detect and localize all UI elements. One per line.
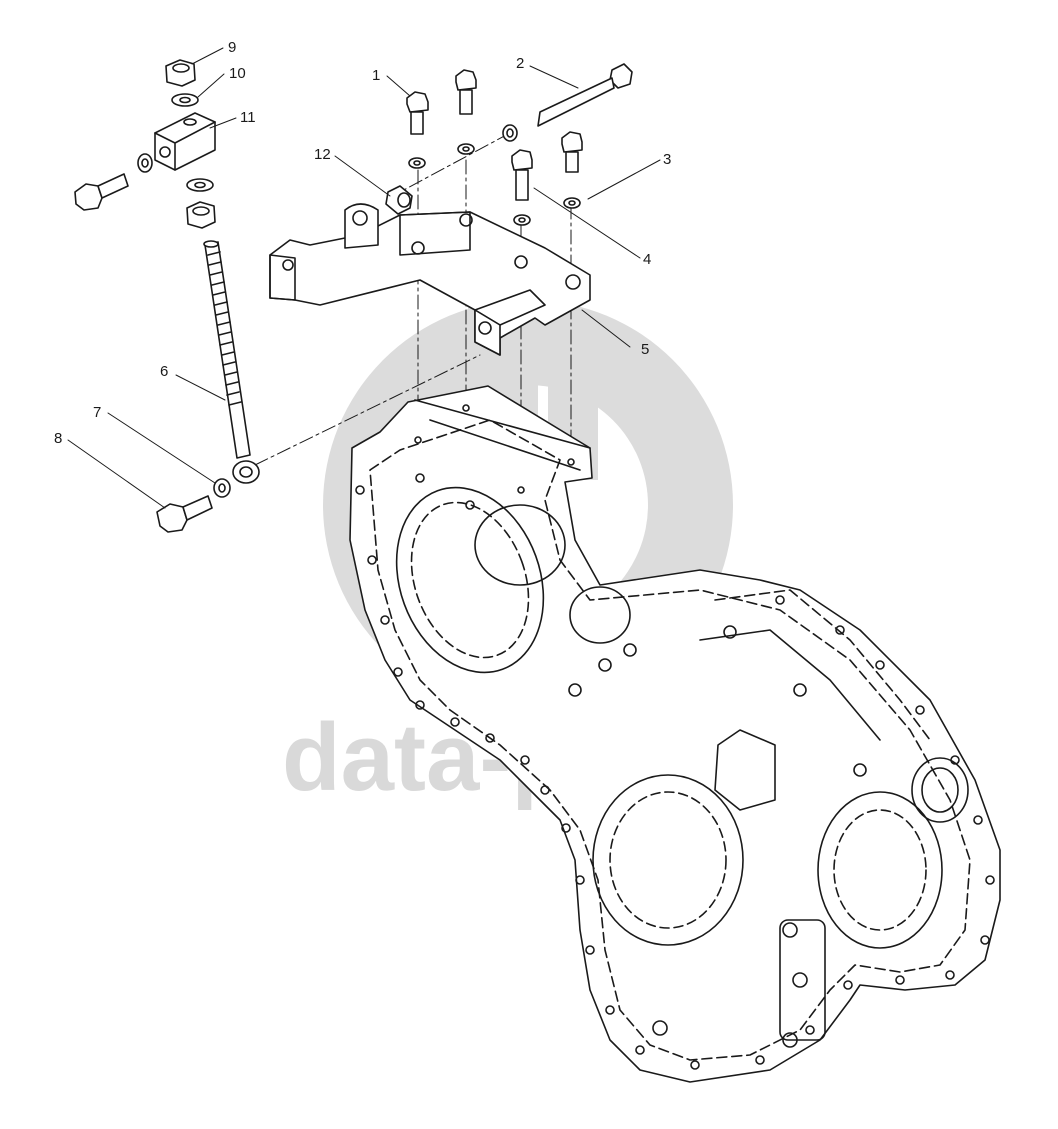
callout-1: 1 [372, 67, 380, 84]
callout-12: 12 [314, 146, 331, 163]
callout-9: 9 [228, 39, 236, 56]
bolt-2 [502, 63, 633, 142]
bolt-side [74, 173, 129, 211]
callout-3: 3 [663, 151, 671, 168]
callout-labels: 1 2 3 4 5 6 7 8 9 10 11 12 [54, 39, 671, 447]
washer-7 [213, 478, 231, 498]
mounting-bracket [269, 203, 591, 356]
nut-lower [186, 201, 216, 229]
callout-7: 7 [93, 404, 101, 421]
callout-11: 11 [240, 109, 256, 126]
bolt-3 [561, 131, 583, 209]
nut-9 [165, 59, 196, 87]
threaded-rod-6 [203, 240, 260, 484]
callout-4: 4 [643, 251, 651, 268]
leader-lines [67, 47, 661, 509]
block-11 [154, 112, 216, 171]
callout-6: 6 [160, 363, 168, 380]
callout-2: 2 [516, 55, 524, 72]
bolt-1 [406, 91, 429, 169]
washer-10 [171, 93, 199, 107]
callout-10: 10 [229, 65, 246, 82]
callout-8: 8 [54, 430, 62, 447]
bolt-1b [455, 69, 477, 155]
bolt-8 [156, 495, 213, 533]
housing-bolt-holes [355, 404, 995, 1070]
callout-5: 5 [641, 341, 649, 358]
washer-lower [186, 178, 214, 192]
bolt-4 [511, 149, 533, 226]
bushing-12 [385, 185, 413, 215]
gearbox-housing [349, 385, 1001, 1083]
washer-side [137, 153, 153, 173]
